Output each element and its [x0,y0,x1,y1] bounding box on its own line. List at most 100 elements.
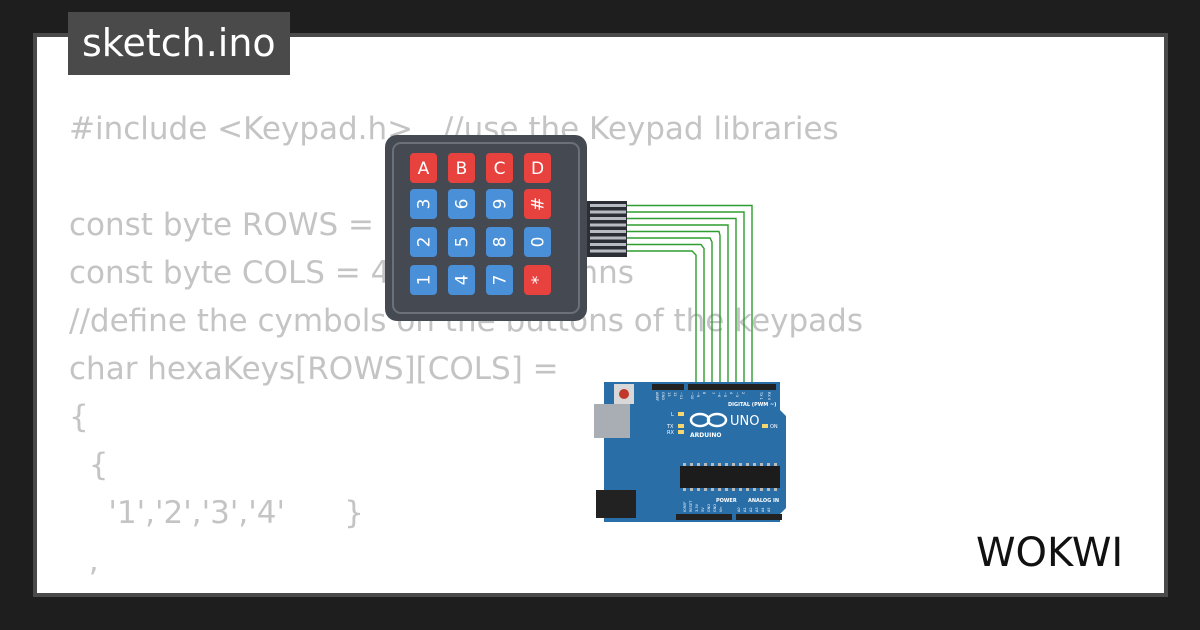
preview-card: #include <Keypad.h> //use the Keypad lib… [37,37,1164,593]
keypad-key[interactable]: * [524,265,551,295]
wokwi-logo-text: WOKWI [976,530,1123,576]
pin-label: 2 [741,392,745,394]
pin-label: ~9 [696,392,700,397]
header-digital-right [688,384,776,390]
pin-label: A4 [761,507,765,512]
chip-pin [767,463,770,466]
wire [627,211,745,386]
keypad-key[interactable]: 7 [486,265,513,295]
usb-port [594,404,630,438]
wire [627,237,713,386]
keypad-key-label: D [531,159,544,179]
wire [627,204,753,386]
chip-pin [690,488,693,491]
keypad-key[interactable]: A [410,153,437,183]
header-digital-left [652,384,684,390]
keypad-key-label: 1 [415,275,435,286]
led-l [678,412,684,416]
pin-label: 5V [701,507,705,512]
pin-label: TX 1 [759,391,763,400]
chip-pin [760,488,763,491]
pin-label: GND [713,504,717,512]
code-line: //define the cymbols on the buttons of t… [69,303,863,339]
keypad-connector [587,201,627,257]
keypad-key-cap [448,153,475,183]
keypad-key[interactable]: 5 [448,227,475,257]
keypad-key[interactable]: 4 [448,265,475,295]
chip-pin [739,463,742,466]
pin-label: A3 [755,507,759,512]
chip-pin [753,463,756,466]
pin-label: 7 [711,392,715,394]
keypad-key[interactable]: # [524,189,551,219]
keypad-key-label: 7 [491,275,511,286]
label-l: L [671,412,674,418]
keypad-key-cap [448,189,475,219]
chip-pin [704,488,707,491]
led-on [762,424,768,428]
chip-pin [718,488,721,491]
wokwi-logo: WOKWI [976,530,1123,576]
board-brand: ARDUINO [690,432,721,439]
label-power: POWER [716,498,737,504]
chip-pin [725,488,728,491]
keypad-key-label: * [529,276,549,285]
chip-pin [774,488,777,491]
keypad-key-cap [524,227,551,257]
pin-label: IOREF [683,502,687,512]
chip-pin [697,488,700,491]
header-power [676,514,732,520]
keypad-key[interactable]: 0 [524,227,551,257]
keypad-key[interactable]: 9 [486,189,513,219]
pin-label: AREF [655,392,659,401]
keypad-key[interactable]: B [448,153,475,183]
reset-button-cap [619,389,629,399]
keypad-key-label: 3 [415,199,435,210]
connector-pin [590,217,626,220]
arduino-uno[interactable]: UNO ARDUINO DIGITAL (PWM ~) POWER ANALOG… [594,382,786,522]
code-line: , [69,543,99,579]
keypad-key[interactable]: 6 [448,189,475,219]
pin-label: GND [707,504,711,512]
led-rx [678,430,684,434]
pin-label: ~3 [735,392,739,397]
code-line: { [69,399,89,435]
connector-pin [590,230,626,233]
pin-label: ~5 [723,392,727,397]
pin-label: 8 [702,392,706,394]
label-on: ON [770,424,778,430]
label-rx: RX [667,430,674,436]
keypad-key-cap [486,153,513,183]
keypad-key-cap [486,265,513,295]
keypad-key[interactable]: C [486,153,513,183]
pin-label: A2 [749,507,753,512]
keypad-key[interactable]: D [524,153,551,183]
chip-pin [767,488,770,491]
keypad-key[interactable]: 8 [486,227,513,257]
chip-pin [690,463,693,466]
chip-pin [732,488,735,491]
connector-pin [590,236,626,240]
keypad-key-label: 8 [491,237,511,248]
chip-pin [704,463,707,466]
chip-pin [718,463,721,466]
keypad-key-label: 9 [491,199,511,210]
keypad-key-cap [410,227,437,257]
sketch-filename: sketch.ino [68,12,290,75]
keypad-key-label: 0 [529,237,549,248]
keypad-key[interactable]: 3 [410,189,437,219]
connector-pin [590,223,626,227]
board-model: UNO [730,414,759,429]
pin-label: RX 0 [767,392,771,400]
keypad-key-cap [410,265,437,295]
chip-pin [746,463,749,466]
chip-pin [774,463,777,466]
chip-pin [739,488,742,491]
pin-label: A5 [767,507,771,512]
keypad-key-cap [448,265,475,295]
connector-pin [590,243,626,246]
keypad-key[interactable]: 2 [410,227,437,257]
wire [627,243,705,386]
keypad-key[interactable]: 1 [410,265,437,295]
